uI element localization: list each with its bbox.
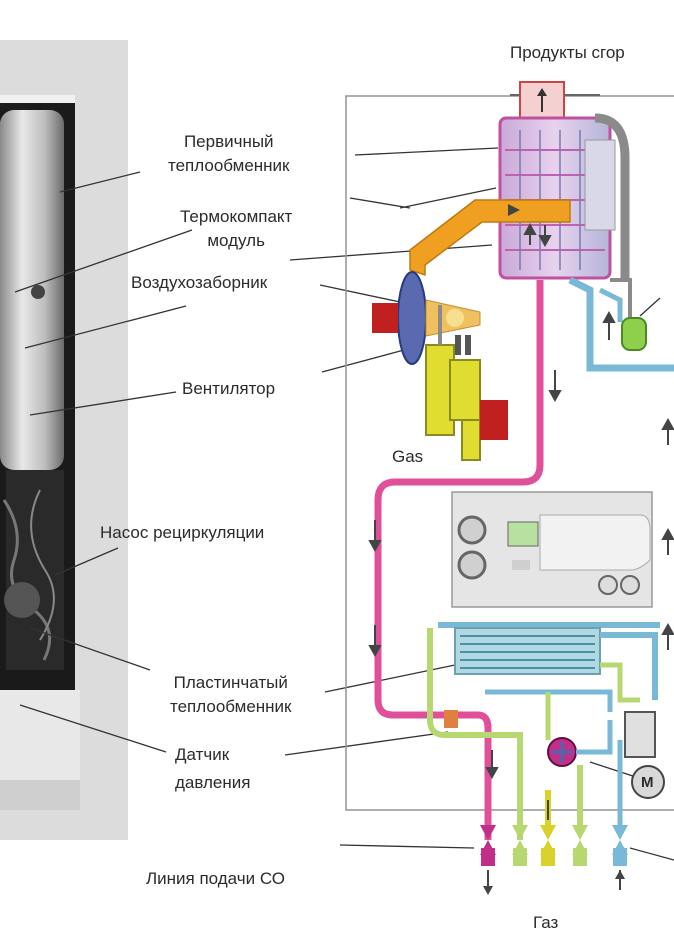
primary-hx-line1: Первичный xyxy=(183,132,274,151)
plate-hx-line2: теплообменник xyxy=(170,697,292,716)
siphon xyxy=(610,278,647,351)
bottom-connections xyxy=(480,765,628,895)
flue-outlet xyxy=(510,81,600,119)
air-intake-label: Воздухозаборник xyxy=(131,273,268,292)
return-pipe-right xyxy=(598,287,623,322)
supply-line-label: Линия подачи СО xyxy=(146,869,285,888)
primary-heat-exchanger-label: Первичный теплообменник xyxy=(168,131,290,177)
pressure-line2: давления xyxy=(175,773,251,792)
primary-hx-line2: теплообменник xyxy=(168,156,290,175)
flue-duct xyxy=(409,199,571,277)
flow-arrows xyxy=(368,222,674,780)
plate-heat-exchanger xyxy=(427,622,660,830)
motor-label: M xyxy=(641,774,654,791)
fan-label: Вентилятор xyxy=(182,379,276,398)
thermocompact-line1: Термокомпакт xyxy=(180,207,293,226)
gas-valve-label: Gas xyxy=(392,447,424,466)
boiler-photo xyxy=(0,40,128,840)
three-way-valve xyxy=(617,711,665,830)
fan-assembly xyxy=(372,271,481,365)
heating-flow-pipe xyxy=(374,280,544,840)
thermocompact-line2: модуль xyxy=(207,231,265,250)
flue-products-label: Продукты сгор xyxy=(510,43,625,62)
plate-hx-line1: Пластинчатый xyxy=(173,673,288,692)
pressure-line1: Датчик xyxy=(175,745,230,764)
gas-valve xyxy=(425,305,508,461)
pressure-sensor-label: Датчик давления xyxy=(175,744,250,794)
control-panel xyxy=(451,491,653,608)
leader-lines xyxy=(14,147,674,861)
pump xyxy=(547,720,613,767)
gas-bottom-label: Газ xyxy=(533,913,559,932)
plate-heat-exchanger-label: Пластинчатый теплообменник xyxy=(170,672,292,718)
primary-heat-exchanger xyxy=(498,113,630,280)
pump-label: Насос рециркуляции xyxy=(100,523,265,542)
pressure-sensor xyxy=(444,710,458,728)
thermocompact-module-label: Термокомпакт модуль xyxy=(180,206,292,252)
heating-return-pipe xyxy=(568,276,674,372)
